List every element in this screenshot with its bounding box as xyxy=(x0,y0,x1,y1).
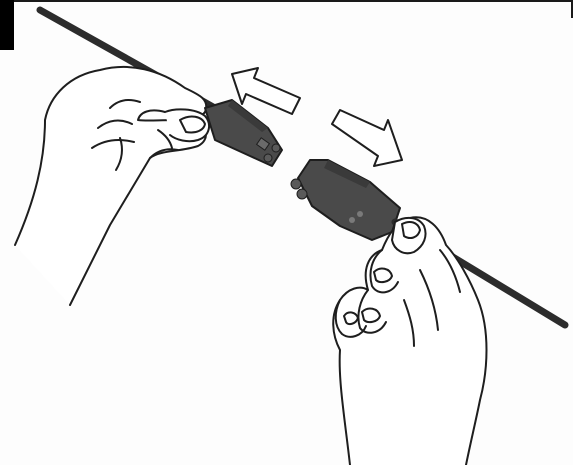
connector-right xyxy=(291,160,400,240)
connector-left xyxy=(205,100,282,166)
arrow-pull-right-icon xyxy=(332,110,402,166)
left-hand xyxy=(15,67,209,305)
right-hand xyxy=(333,217,486,465)
